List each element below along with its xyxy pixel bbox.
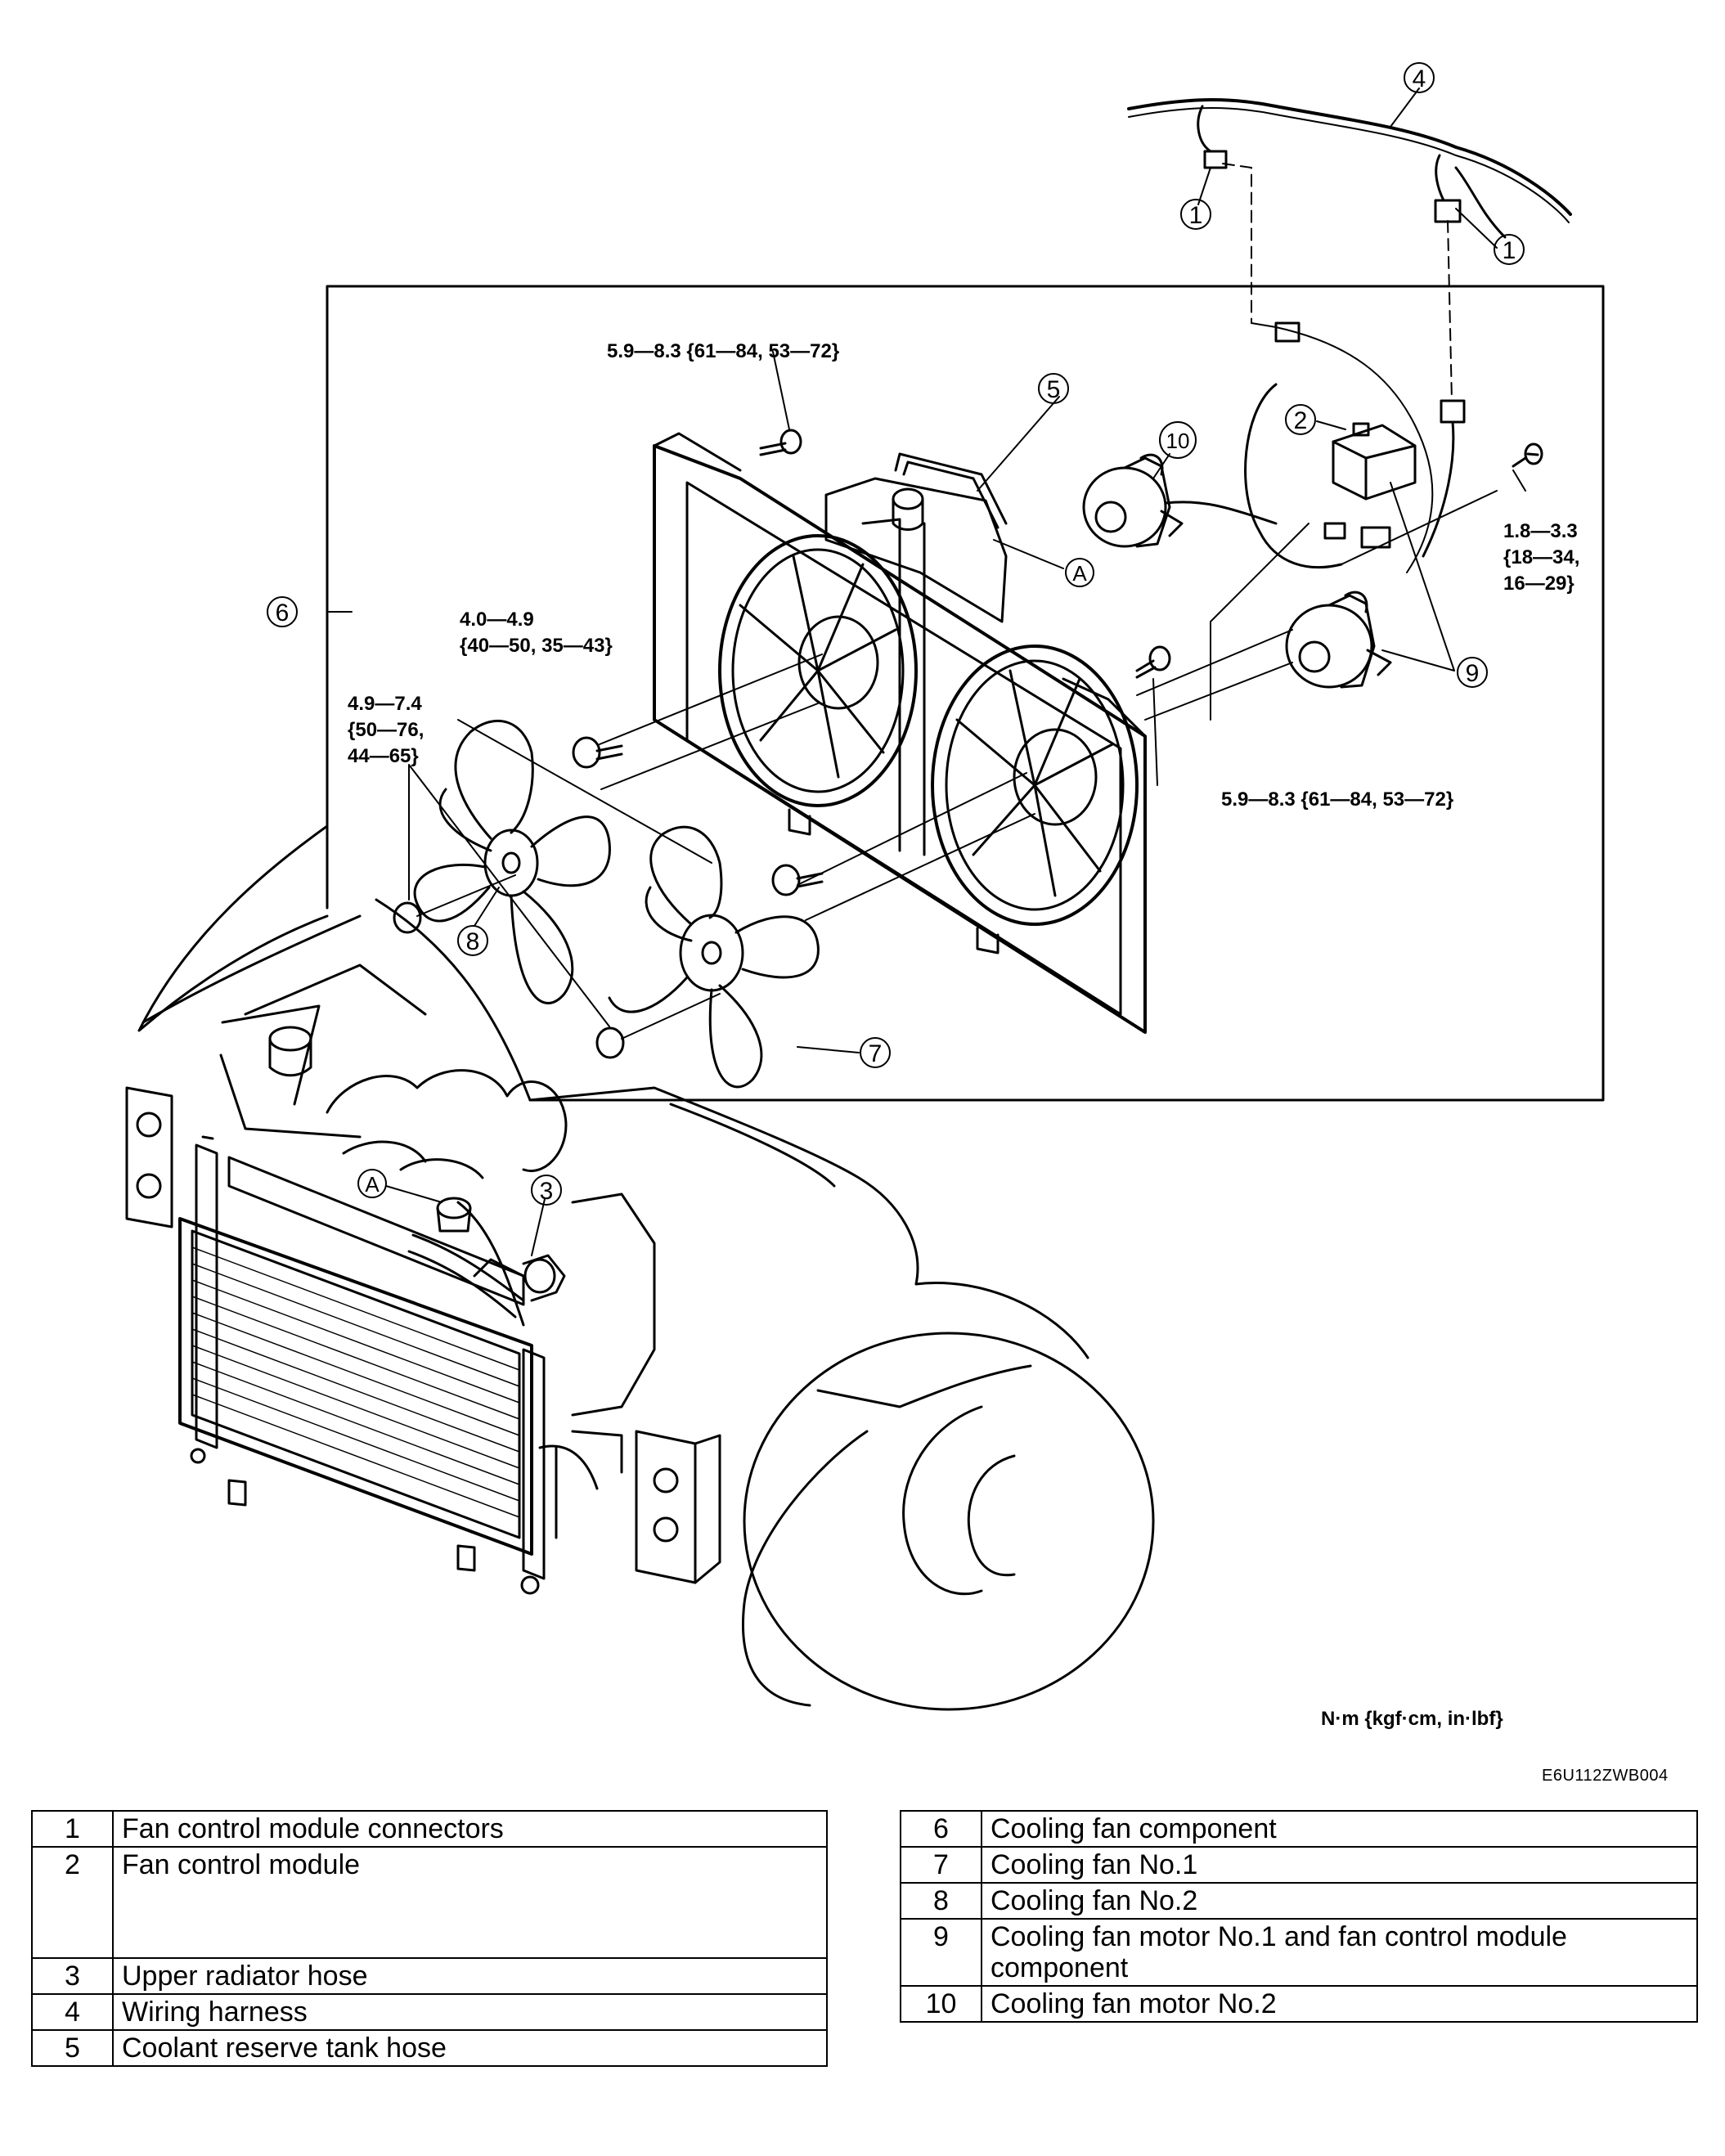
callout-2: 2 [1294, 407, 1308, 434]
legend-row: 1 Fan control module connectors [31, 1810, 828, 1848]
torque-module-bolt-line1: 1.8—3.3 [1503, 520, 1578, 542]
legend-row: 10 Cooling fan motor No.2 [900, 1985, 1698, 2023]
vehicle-engine-bay [137, 824, 919, 1417]
callout-a-hose: A [365, 1172, 380, 1197]
fan-motor-no1 [1285, 591, 1392, 689]
legend-row: 8 Cooling fan No.2 [900, 1882, 1698, 1920]
legend-number: 6 [900, 1810, 982, 1848]
torque-fan-nut-line1: 4.0—4.9 [460, 609, 534, 631]
callout-9: 9 [1466, 660, 1480, 687]
exploded-view-diagram: 4 1 1 2 3 5 6 7 8 9 10 A A 5.9—8.3 {61—8… [125, 62, 1605, 1711]
torque-specs: 5.9—8.3 {61—84, 53—72} 4.0—4.9 {40—50, 3… [348, 340, 1579, 811]
legend-number: 9 [900, 1918, 982, 1987]
torque-shroud-bolt-upper: 5.9—8.3 {61—84, 53—72} [607, 340, 839, 362]
callout-4: 4 [1413, 65, 1426, 92]
torque-shroud-bolt-lower: 5.9—8.3 {61—84, 53—72} [1221, 788, 1453, 811]
fan-shroud [653, 432, 1147, 1034]
legend-row: 2 Fan control module [31, 1846, 828, 1959]
callout-6: 6 [276, 600, 290, 627]
wiring-harness [1127, 98, 1572, 573]
callout-leaders [326, 88, 1526, 1256]
callout-8: 8 [466, 928, 480, 955]
torque-module-bolt-line2: {18—34, [1503, 546, 1579, 568]
torque-module-bolt-line3: 16—29} [1503, 573, 1575, 595]
legend-description: Cooling fan motor No.2 [981, 1985, 1698, 2023]
bracket-and-wheel [635, 1282, 1155, 1711]
torque-fan2-nut-line1: 4.9—7.4 [348, 693, 422, 715]
detail-frame [326, 285, 1605, 1102]
callout-circles [267, 62, 1525, 1206]
legend-table-left: 1 Fan control module connectors 2 Fan co… [31, 1810, 828, 2067]
torque-fan2-nut-line2: {50—76, [348, 719, 424, 741]
radiator [125, 1086, 623, 1595]
callout-7: 7 [869, 1040, 883, 1067]
legend-row: 5 Coolant reserve tank hose [31, 2029, 828, 2067]
cooling-fan-no1 [608, 825, 820, 1089]
callout-labels: 4 1 1 2 3 5 6 7 8 9 10 A A [276, 65, 1516, 1205]
legend-row: 9 Cooling fan motor No.1 and fan control… [900, 1918, 1698, 1987]
legend-row: 4 Wiring harness [31, 1993, 828, 2031]
legend-number: 3 [31, 1957, 114, 1995]
legend-description: Coolant reserve tank hose [112, 2029, 828, 2067]
fan-control-module [1244, 383, 1417, 569]
legend-description: Upper radiator hose [112, 1957, 828, 1995]
fan-motor-no2 [1082, 453, 1278, 548]
coolant-reserve-tank [824, 452, 1008, 623]
legend-number: 2 [31, 1846, 114, 1959]
legend-number: 10 [900, 1985, 982, 2023]
legend-number: 5 [31, 2029, 114, 2067]
callout-5: 5 [1047, 376, 1061, 403]
legend-description: Cooling fan No.1 [981, 1846, 1698, 1884]
legend-row: 6 Cooling fan component [900, 1810, 1698, 1848]
legend-description: Fan control module connectors [112, 1810, 828, 1848]
callout-10: 10 [1166, 429, 1190, 453]
legend-row: 7 Cooling fan No.1 [900, 1846, 1698, 1884]
callout-1-left: 1 [1189, 202, 1203, 229]
figure-code: E6U112ZWB004 [1542, 1767, 1669, 1785]
legend-description: Wiring harness [112, 1993, 828, 2031]
legend-description: Fan control module [112, 1846, 828, 1959]
cooling-fan-no2 [413, 719, 611, 1004]
legend-number: 1 [31, 1810, 114, 1848]
legend-number: 4 [31, 1993, 114, 2031]
legend-table-right: 6 Cooling fan component 7 Cooling fan No… [900, 1810, 1698, 2023]
legend-description: Cooling fan component [981, 1810, 1698, 1848]
torque-units: N·m {kgf·cm, in·lbf} [1321, 1708, 1503, 1730]
legend-number: 7 [900, 1846, 982, 1884]
callout-3: 3 [540, 1178, 554, 1205]
torque-fan2-nut-line3: 44—65} [348, 745, 419, 767]
callout-a-tank: A [1072, 561, 1087, 586]
fasteners [393, 429, 1543, 1059]
legend-row: 3 Upper radiator hose [31, 1957, 828, 1995]
torque-fan-nut-line2: {40—50, 35—43} [460, 635, 613, 657]
legend-description: Cooling fan No.2 [981, 1882, 1698, 1920]
legend-description: Cooling fan motor No.1 and fan control m… [981, 1918, 1698, 1987]
callout-1-right: 1 [1503, 237, 1516, 264]
legend-number: 8 [900, 1882, 982, 1920]
